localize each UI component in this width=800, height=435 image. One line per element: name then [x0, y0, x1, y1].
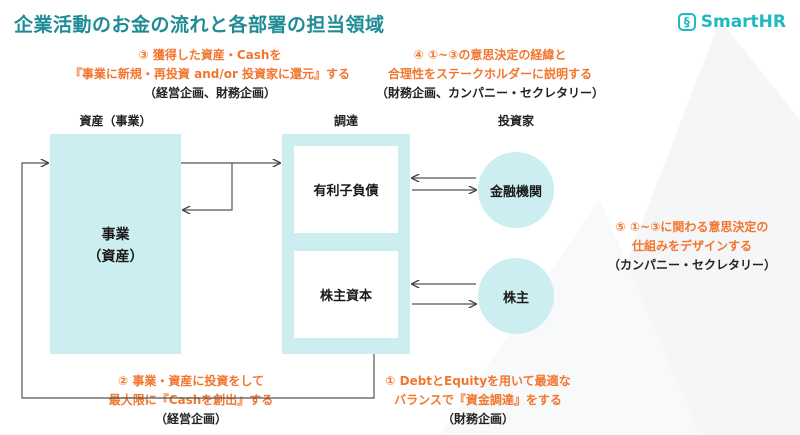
note-2-line2: 最大限に『Cashを創出』する — [108, 393, 274, 407]
note-3-line2: 『事業に新規・再投資 and/or 投資家に還元』する — [69, 67, 351, 81]
debt-box: 有利子負債 — [294, 146, 398, 233]
note-1-line1: ① DebtとEquityを用いて最適な — [385, 374, 571, 388]
note-design-decision-system: ⑤ ①~③に関わる意思決定の 仕組みをデザインする （カンパニー・セクレタリー） — [592, 218, 792, 275]
note-5-line1: ⑤ ①~③に関わる意思決定の — [615, 220, 769, 234]
note-4-dept: （財務企画、カンパニー・セクレタリー） — [375, 86, 604, 100]
note-3-dept: （経営企画、財務企画） — [143, 86, 276, 100]
note-4-line2: 合理性をステークホルダーに説明する — [387, 67, 592, 81]
note-1-line2: バランスで『資金調達』をする — [394, 393, 562, 407]
smarthr-logo-text: SmartHR — [700, 12, 786, 32]
note-5-dept: （カンパニー・セクレタリー） — [607, 258, 776, 272]
note-5-line2: 仕組みをデザインする — [631, 239, 752, 253]
equity-box: 株主資本 — [294, 251, 398, 338]
note-invest-create-cash: ② 事業・資産に投資をして 最大限に『Cashを創出』する （経営企画） — [96, 372, 286, 429]
note-raise-funds: ① DebtとEquityを用いて最適な バランスで『資金調達』をする （財務企… — [378, 372, 578, 429]
shareholders-circle: 株主 — [478, 258, 554, 334]
note-1-dept: （財務企画） — [441, 412, 514, 426]
note-2-dept: （経営企画） — [154, 412, 227, 426]
note-3-line1: ③ 獲得した資産・Cashを — [138, 48, 282, 62]
column-label-assets: 資産（事業） — [79, 114, 152, 128]
asset-box-line1: 事業 — [101, 227, 130, 243]
note-reinvest-return: ③ 獲得した資産・Cashを 『事業に新規・再投資 and/or 投資家に還元』… — [60, 46, 360, 103]
smarthr-logo-icon: § — [677, 13, 696, 31]
note-2-line1: ② 事業・資産に投資をして — [118, 374, 264, 388]
asset-box-label: 事業 （資産） — [50, 224, 181, 268]
note-4-line1: ④ ①~③の意思決定の経緯と — [413, 48, 567, 62]
column-label-funding: 調達 — [333, 114, 358, 128]
banks-circle: 金融機関 — [478, 152, 554, 228]
column-label-investors: 投資家 — [497, 114, 534, 128]
page-title: 企業活動のお金の流れと各部署の担当領域 — [14, 14, 385, 36]
note-explain-stakeholders: ④ ①~③の意思決定の経緯と 合理性をステークホルダーに説明する （財務企画、カ… — [340, 46, 640, 103]
asset-box-line2: （資産） — [87, 249, 144, 265]
smarthr-logo: § SmartHR — [677, 12, 786, 32]
